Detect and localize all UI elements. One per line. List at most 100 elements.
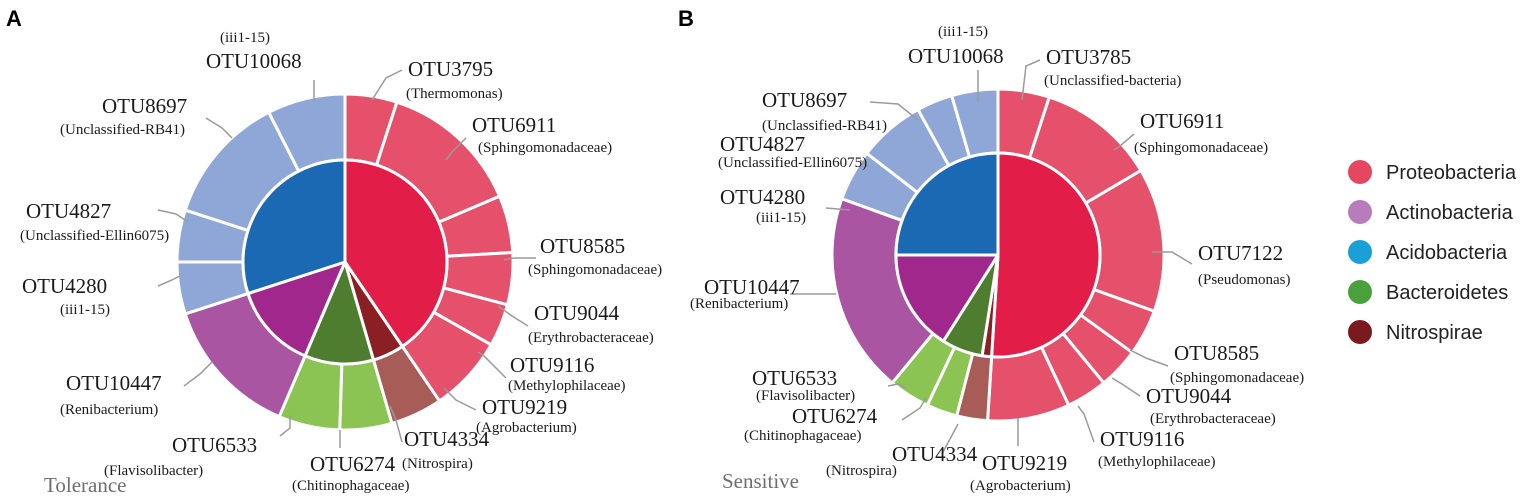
panel-b-inner-slice-proteobacteria	[990, 151, 1102, 359]
panel-b-taxon-label-otu6274: (Chitinophagaceae)	[744, 428, 861, 444]
panel-b-leader-otu8697	[869, 101, 919, 121]
panel-a-inner-slice-actinobacteria	[246, 260, 347, 358]
panel-a: A OTU3795 (Thermomonas) OTU6911 (Sphingomon…	[6, 6, 662, 497]
panel-a-rings	[175, 92, 515, 432]
panel-a-otu-label-otu8585: OTU8585	[540, 234, 625, 258]
panel-a-leader-otu9116	[477, 351, 507, 379]
panel-a-otu-label-otu6533: OTU6533	[172, 433, 257, 457]
panel-b-leader-otu9116	[1077, 405, 1095, 443]
panel-letter-a: A	[6, 6, 22, 31]
panel-b-otu-label-otu9044: OTU9044	[1146, 384, 1232, 408]
panel-a-leader-otu6911	[445, 137, 467, 161]
panel-a-otu-label-otu3795: OTU3795	[408, 57, 493, 81]
panel-b-taxon-label-otu3785: (Unclassified-bacteria)	[1044, 73, 1181, 89]
panel-b-taxon-label-otu9219: (Agrobacterium)	[970, 478, 1071, 494]
panel-b-otu-label-otu10068: OTU10068	[908, 44, 1004, 68]
panel-a-taxon-label-otu4334: (Nitrospira)	[402, 456, 473, 472]
panel-b-leader-otu4334	[941, 423, 959, 455]
panel-b-taxon-label-otu9116: (Methylophilaceae)	[1098, 454, 1215, 470]
legend-swatch-acidobacteria	[1348, 240, 1372, 264]
panel-a-taxon-label-otu10447: (Renibacterium)	[60, 402, 158, 418]
legend-label-proteobacteria: Proteobacteria	[1386, 162, 1517, 184]
panel-b-otu-label-otu4827: OTU4827	[720, 132, 805, 156]
legend-label-actinobacteria: Actinobacteria	[1386, 202, 1514, 224]
legend-swatch-actinobacteria	[1348, 200, 1372, 224]
panel-b-leader-otu7122	[1152, 251, 1193, 265]
panel-a-taxon-label-otu4280: (iii1-15)	[60, 302, 110, 318]
panel-b-otu-label-otu4334: OTU4334	[892, 442, 978, 466]
panel-a-otu-label-otu8697: OTU8697	[102, 94, 187, 118]
panel-b-otu-label-otu4280: OTU4280	[720, 185, 805, 209]
panel-b-otu-label-otu6274: OTU6274	[792, 404, 878, 428]
panel-a-taxon-label-otu9219: (Agrobacterium)	[476, 420, 577, 436]
panel-a-otu-label-otu6911: OTU6911	[472, 113, 556, 137]
panel-letter-b: B	[678, 6, 694, 31]
panel-a-taxon-label-otu10068: (iii1-15)	[220, 30, 270, 46]
panel-a-leader-otu9219	[443, 387, 477, 411]
panel-b-leader-otu6911	[1113, 133, 1135, 151]
panel-a-leader-otu6533	[279, 415, 291, 437]
panel-b-otu-label-otu7122: OTU7122	[1198, 241, 1283, 265]
legend-swatch-bacteroidetes	[1348, 280, 1372, 304]
panel-b-leader-otu6274	[901, 397, 927, 421]
panel-a-leader-otu9044	[497, 305, 529, 327]
panel-a-leader-otu3795	[371, 69, 403, 101]
legend: ProteobacteriaActinobacteriaAcidobacteri…	[1348, 160, 1517, 344]
panel-b-taxon-label-otu10068: (iii1-15)	[938, 24, 988, 40]
panel-a-otu-label-otu4280: OTU4280	[22, 274, 107, 298]
panel-b-otu-label-otu6911: OTU6911	[1140, 109, 1224, 133]
panel-a-taxon-label-otu9116: (Methylophilaceae)	[508, 378, 625, 394]
panel-a-leader-otu4280	[157, 275, 181, 287]
panel-a-leader-otu8585	[503, 257, 536, 261]
panel-a-labels: OTU3795 (Thermomonas) OTU6911 (Sphingomonad…	[20, 30, 662, 494]
panel-b-taxon-label-otu4334: (Nitrospira)	[826, 463, 897, 479]
panel-a-otu-label-otu9044: OTU9044	[534, 301, 620, 325]
panel-a-otu-label-otu10447: OTU10447	[66, 371, 162, 395]
panel-b-taxon-label-otu9044: (Erythrobacteraceae)	[1150, 411, 1276, 427]
panel-a-otu-label-otu6274: OTU6274	[310, 452, 396, 476]
panel-b-taxon-label-otu4280: (iii1-15)	[756, 210, 806, 226]
panel-a-leader-otu8697	[205, 117, 233, 139]
panel-b-leader-otu8585	[1129, 349, 1169, 367]
panel-b-taxon-label-otu6911: (Sphingomonadaceae)	[1134, 140, 1268, 156]
panel-b-otu-label-otu3785: OTU3785	[1046, 45, 1131, 69]
panel-b-leader-otu6533	[887, 383, 907, 389]
panel-a-otu-label-otu9219: OTU9219	[482, 395, 567, 419]
panel-a-otu-label-otu4827: OTU4827	[26, 199, 111, 223]
panel-b-otu-label-otu6533: OTU6533	[752, 366, 837, 390]
panel-b-labels: OTU3785 (Unclassified-bacteria) OTU6911 (Sp…	[690, 24, 1304, 494]
panel-a-taxon-label-otu9044: (Erythrobacteraceae)	[528, 330, 654, 346]
panel-b-taxon-label-otu8697: (Unclassified-RB41)	[762, 118, 887, 134]
panel-a-leader-otu4827	[157, 209, 189, 223]
legend-swatch-proteobacteria	[1348, 160, 1372, 184]
panel-a-taxon-label-otu3795: (Thermomonas)	[406, 86, 503, 102]
panel-b-otu-label-otu8585: OTU8585	[1174, 341, 1259, 365]
panel-b-otu-label-otu9116: OTU9116	[1100, 427, 1184, 451]
panel-a-otu-label-otu4334: OTU4334	[404, 427, 490, 451]
panel-a-taxon-label-otu8585: (Sphingomonadaceae)	[528, 262, 662, 278]
panel-b-otu-label-otu8697: OTU8697	[762, 88, 847, 112]
panel-b-otu-label-otu10447: OTU10447	[704, 275, 800, 299]
panel-b-leader-otu4827	[859, 159, 869, 167]
legend-label-bacteroidetes: Bacteroidetes	[1386, 282, 1508, 304]
panel-a-taxon-label-otu8697: (Unclassified-RB41)	[60, 122, 185, 138]
panel-b-rings	[830, 87, 1166, 423]
panel-b-leader-otu3785	[1021, 59, 1041, 101]
panel-a-taxon-label-otu6911: (Sphingomonadaceae)	[478, 140, 612, 156]
panel-b-taxon-label-otu8585: (Sphingomonadaceae)	[1170, 370, 1304, 386]
panel-b-group-label: Sensitive	[722, 469, 799, 493]
panel-b-inner-slice-acidobacteria	[894, 151, 1000, 257]
panel-a-otu-label-otu9116: OTU9116	[510, 353, 594, 377]
panel-a-leader-otu10447	[183, 361, 213, 387]
panel-b-taxon-label-otu6533: (Flavisolibacter)	[756, 388, 855, 404]
panel-b-taxon-label-otu10447: (Renibacterium)	[690, 296, 788, 312]
panel-a-inner-slice-acidobacteria	[241, 158, 347, 296]
panel-b-taxon-label-otu4827: (Unclassified-Ellin6075)	[718, 155, 867, 171]
panel-b: B OTU3785 (Unclassified-bacteria) OTU6911 (…	[678, 6, 1304, 494]
panel-a-group-label: Tolerance	[44, 473, 126, 497]
legend-label-nitrospirae: Nitrospirae	[1386, 322, 1483, 344]
panel-b-inner-slice-actinobacteria	[894, 253, 1000, 343]
panel-a-leader-otu4334	[389, 405, 403, 443]
panel-b-leader-otu4280	[825, 207, 851, 211]
